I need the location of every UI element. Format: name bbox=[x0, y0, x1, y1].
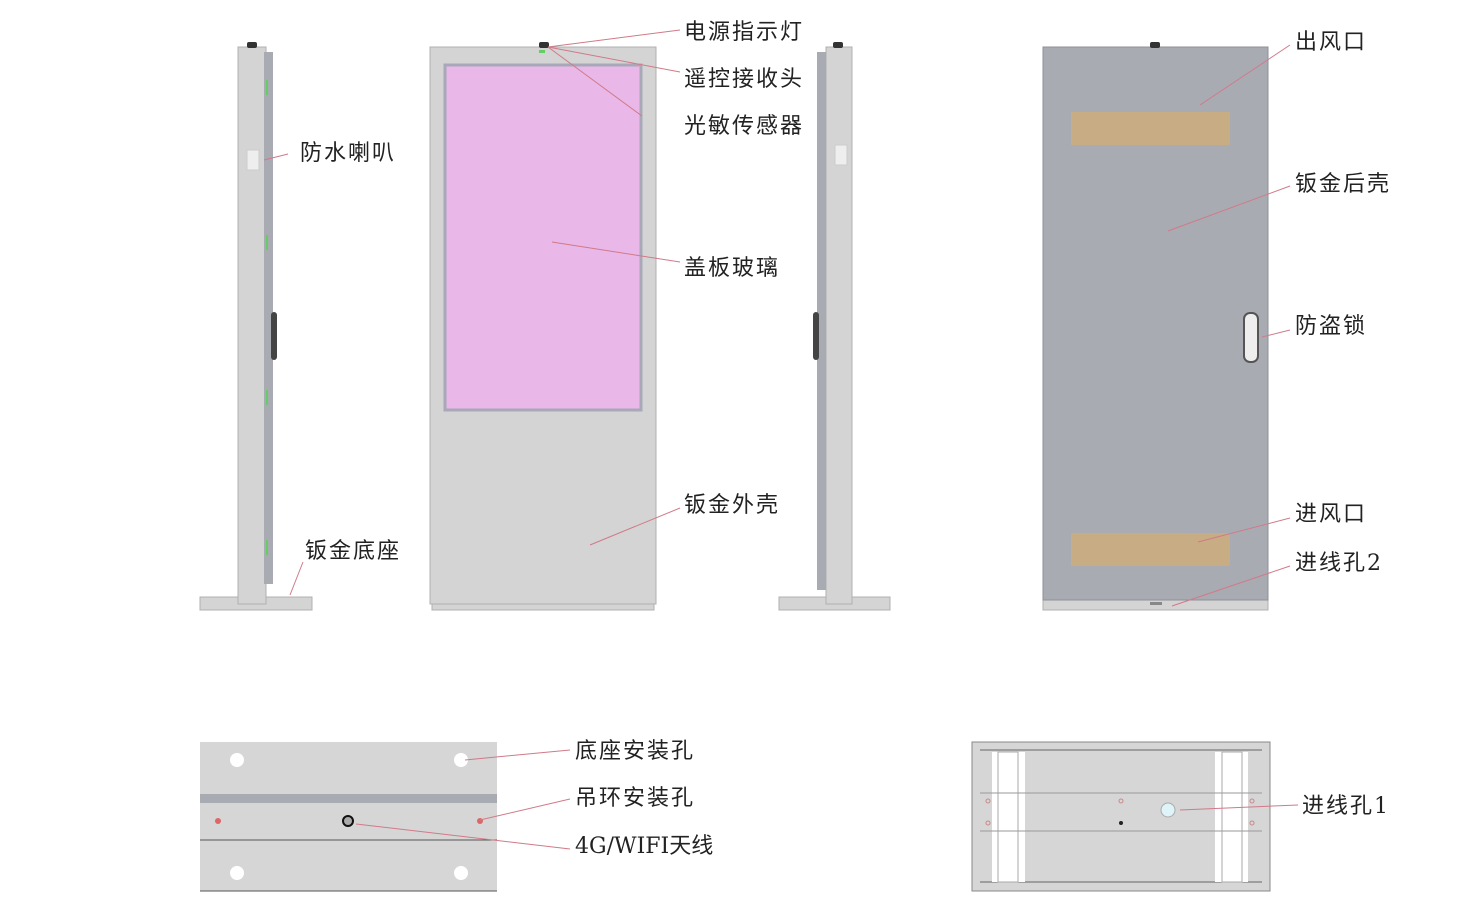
screw-hole bbox=[985, 798, 991, 804]
top-knob bbox=[1150, 42, 1160, 48]
mount-hole bbox=[230, 866, 244, 880]
leader-line bbox=[1197, 517, 1291, 543]
mount-hole bbox=[230, 753, 244, 767]
leader-line bbox=[479, 798, 571, 821]
speaker-grille bbox=[834, 144, 848, 166]
callout-labels: 电源指示灯 遥控接收头 光敏传感器 防水喇叭 盖板玻璃 钣金外壳 钣金底座 出风… bbox=[300, 20, 1391, 859]
screw-hole bbox=[1249, 798, 1255, 804]
right-side-view bbox=[778, 42, 891, 611]
left-side-view bbox=[199, 42, 313, 611]
label-anti-theft-lock: 防盗锁 bbox=[1295, 314, 1367, 339]
label-lifting-ring-hole: 吊环安装孔 bbox=[575, 786, 695, 811]
leader-line bbox=[263, 153, 289, 161]
leader-line bbox=[1261, 329, 1291, 338]
label-cable-hole-2: 进线孔2 bbox=[1295, 551, 1383, 576]
leader-lines bbox=[263, 29, 1299, 850]
label-waterproof-speaker: 防水喇叭 bbox=[300, 141, 396, 166]
leader-line bbox=[547, 29, 681, 48]
side-strip bbox=[264, 52, 273, 584]
leader-line bbox=[1179, 804, 1299, 811]
rail bbox=[997, 751, 1019, 883]
leader-line bbox=[589, 507, 681, 546]
base-rail bbox=[200, 794, 497, 803]
anti-theft-lock bbox=[1243, 312, 1259, 363]
label-cover-glass: 盖板玻璃 bbox=[684, 256, 780, 281]
antenna-port bbox=[342, 815, 354, 827]
label-back-shell: 钣金后壳 bbox=[1295, 172, 1391, 197]
air-outlet-vent bbox=[1071, 112, 1230, 145]
side-body bbox=[237, 46, 267, 605]
lifting-ring-hole bbox=[215, 818, 221, 824]
leader-line bbox=[1167, 185, 1291, 232]
lock-side bbox=[813, 312, 819, 360]
label-base-mount-hole: 底座安装孔 bbox=[575, 739, 695, 764]
leader-line bbox=[1199, 44, 1291, 106]
mount-hole bbox=[454, 866, 468, 880]
leader-line bbox=[547, 46, 681, 73]
label-remote-receiver: 遥控接收头 bbox=[684, 67, 804, 92]
screw-hole bbox=[985, 820, 991, 826]
lifting-ring-hole bbox=[477, 818, 483, 824]
leader-line bbox=[289, 561, 304, 596]
leader-line bbox=[547, 46, 643, 117]
air-inlet-vent bbox=[1071, 533, 1230, 566]
top-knob bbox=[247, 42, 257, 48]
lock-side bbox=[271, 312, 277, 360]
bottom-view bbox=[971, 741, 1271, 892]
label-power-indicator: 电源指示灯 bbox=[684, 20, 804, 45]
screw-hole bbox=[1249, 820, 1255, 826]
base-bottom-view bbox=[200, 742, 497, 892]
back-view bbox=[1042, 42, 1269, 611]
cable-hole-1 bbox=[1160, 802, 1176, 818]
label-air-outlet: 出风口 bbox=[1295, 30, 1367, 55]
side-strip bbox=[817, 52, 826, 590]
label-sheet-metal-base: 钣金底座 bbox=[305, 539, 401, 564]
screw bbox=[1119, 821, 1123, 825]
power-led bbox=[539, 50, 545, 53]
screw-hole bbox=[1118, 798, 1124, 804]
top-knob bbox=[539, 42, 549, 48]
label-light-sensor: 光敏传感器 bbox=[684, 114, 804, 139]
label-antenna: 4G/WIFI天线 bbox=[575, 834, 713, 859]
mount-hole bbox=[454, 753, 468, 767]
front-view bbox=[429, 42, 657, 611]
label-air-inlet: 进风口 bbox=[1295, 502, 1367, 527]
speaker-grille bbox=[246, 149, 260, 171]
leader-line bbox=[355, 823, 571, 850]
leader-line bbox=[464, 749, 571, 761]
label-sheet-metal-shell: 钣金外壳 bbox=[684, 493, 780, 518]
top-knob bbox=[833, 42, 843, 48]
cable-hole-2 bbox=[1150, 602, 1162, 605]
rail bbox=[1221, 751, 1243, 883]
side-body bbox=[825, 46, 853, 605]
cover-glass bbox=[443, 63, 643, 412]
label-cable-hole-1: 进线孔1 bbox=[1302, 794, 1390, 819]
leader-line bbox=[551, 241, 681, 263]
leader-line bbox=[1171, 565, 1291, 607]
